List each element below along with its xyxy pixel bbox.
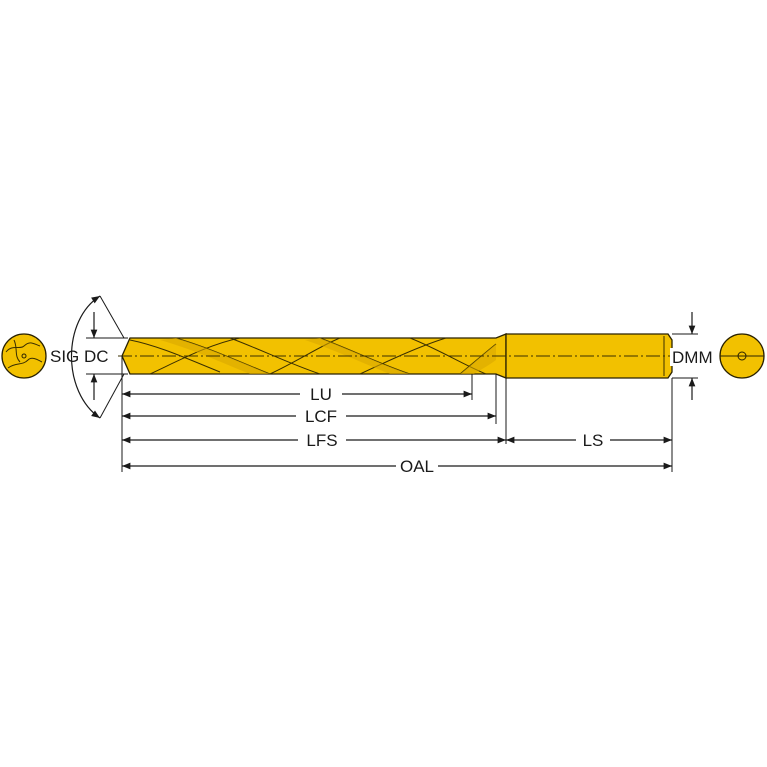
dc-label: DC (84, 347, 109, 366)
sig-label: SIG (50, 347, 79, 366)
lu-label: LU (310, 385, 332, 404)
dmm-label: DMM (672, 348, 713, 367)
dc-dimension (86, 312, 128, 400)
lcf-label: LCF (305, 407, 337, 426)
dmm-label-bg (670, 348, 716, 366)
oal-label: OAL (400, 457, 434, 476)
lfs-label: LFS (306, 431, 337, 450)
ls-label: LS (583, 431, 604, 450)
drill-point-end-view-icon (1, 333, 47, 379)
dmm-dimension (672, 312, 698, 400)
sig-angle-dimension (71, 295, 125, 419)
shank-end-view-icon (719, 333, 765, 379)
drill-body (118, 333, 712, 379)
